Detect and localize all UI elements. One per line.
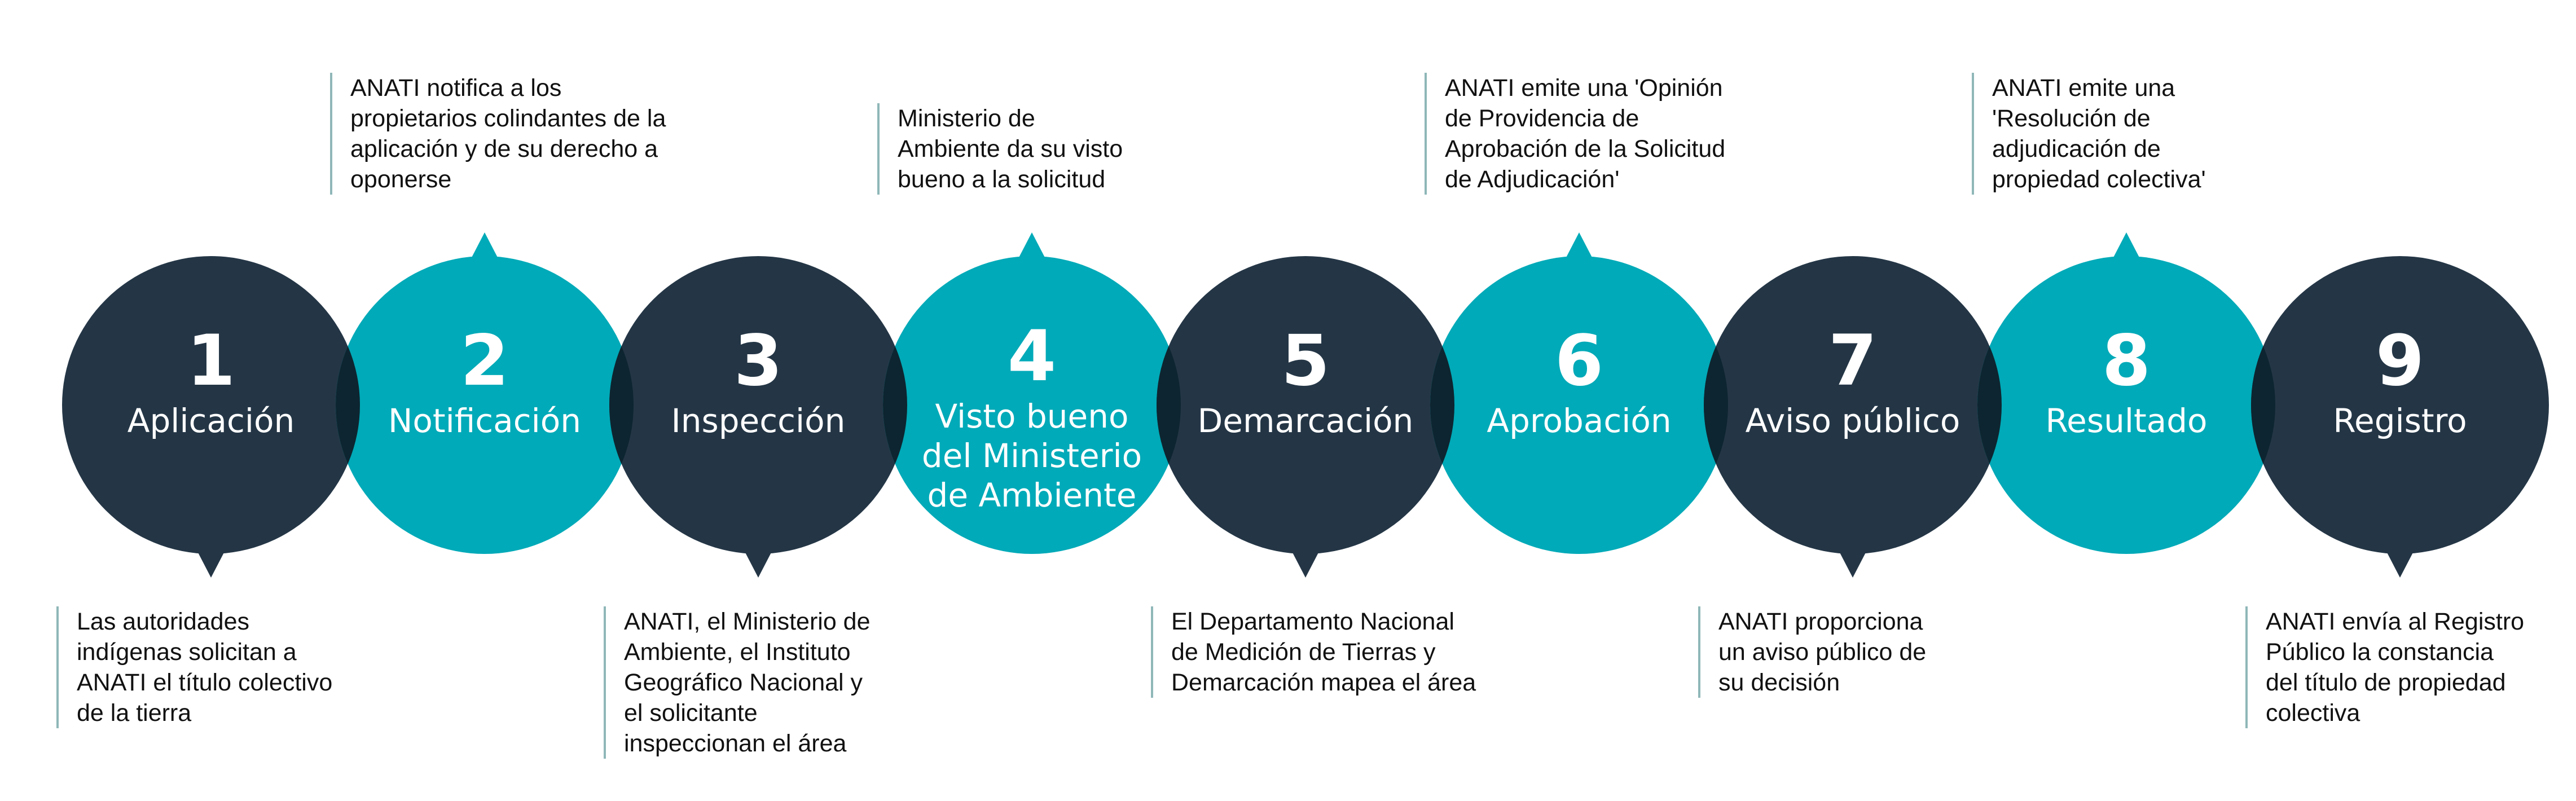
description-line: de Providencia de xyxy=(1445,105,1639,132)
step-7-circle xyxy=(1704,256,2002,554)
step-3-number: 3 xyxy=(734,320,783,402)
step-4-title: Visto bueno xyxy=(935,397,1129,435)
step-9-bubble xyxy=(2251,256,2549,578)
description-line: ANATI emite una xyxy=(1992,74,2175,102)
description-line: oponerse xyxy=(350,166,452,193)
step-3-circle xyxy=(609,256,907,554)
description-line: su decisión xyxy=(1718,669,1840,696)
description-line: indígenas solicitan a xyxy=(77,639,297,666)
description-line: ANATI el título colectivo xyxy=(77,669,333,696)
description-line: Aprobación de la Solicitud xyxy=(1445,135,1726,162)
step-7-description: ANATI proporciona un aviso público de su d… xyxy=(1698,606,1926,698)
description-line: colectiva xyxy=(2266,699,2360,727)
step-8-pointer xyxy=(2111,232,2142,263)
description-line: un aviso público de xyxy=(1718,639,1927,666)
step-4-circle xyxy=(883,256,1181,554)
description-line: bueno a la solicitud xyxy=(898,166,1106,193)
step-8-number: 8 xyxy=(2102,320,2151,402)
description-line: Ambiente da su visto xyxy=(898,135,1123,162)
step-3-bubble xyxy=(609,256,907,578)
description-line: ANATI, el Ministerio de xyxy=(624,608,871,635)
step-1-title: Aplicación xyxy=(128,402,294,440)
step-3-pointer xyxy=(742,547,774,578)
step-8-bubble xyxy=(1977,232,2275,554)
step-2-bubble xyxy=(336,232,634,554)
description-line: Ministerio de xyxy=(898,105,1035,132)
description-line: ANATI emite una 'Opinión xyxy=(1445,74,1723,102)
step-4-number: 4 xyxy=(1008,316,1056,397)
step-6-bubble xyxy=(1430,232,1728,554)
step-7-number: 7 xyxy=(1828,320,1877,402)
step-2-description: ANATI notifica a los propietarios colinda… xyxy=(330,73,666,195)
description-line: Geográfico Nacional y xyxy=(624,669,863,696)
step-2-title: Notificación xyxy=(388,402,581,440)
description-line: aplicación y de su derecho a xyxy=(350,135,658,162)
step-2-number: 2 xyxy=(460,320,509,402)
step-8-circle xyxy=(1977,256,2275,554)
step-6-number: 6 xyxy=(1555,320,1603,402)
step-6-circle xyxy=(1430,256,1728,554)
step-3-title: Inspección xyxy=(671,402,846,440)
step-1-bubble xyxy=(62,256,360,578)
step-7-bubble xyxy=(1704,256,2002,578)
description-line: ANATI proporciona xyxy=(1718,608,1923,635)
step-5-bubble xyxy=(1157,256,1454,578)
description-line: inspeccionan el área xyxy=(624,730,847,757)
step-3-description: ANATI, el Ministerio de Ambiente, el Inst… xyxy=(604,606,871,759)
step-1-pointer xyxy=(195,547,227,578)
step-8-description: ANATI emite una 'Resolución de adjudicació… xyxy=(1972,73,2206,195)
step-9-number: 9 xyxy=(2376,320,2424,402)
description-line: el solicitante xyxy=(624,699,758,727)
description-line: El Departamento Nacional xyxy=(1171,608,1454,635)
step-6-pointer xyxy=(1563,232,1595,263)
step-4-title: de Ambiente xyxy=(927,476,1137,514)
description-line: 'Resolución de xyxy=(1992,105,2151,132)
step-6-title: Aprobación xyxy=(1487,402,1671,440)
description-line: adjudicación de xyxy=(1992,135,2161,162)
description-line: de Adjudicación' xyxy=(1445,166,1620,193)
description-line: ANATI envía al Registro xyxy=(2266,608,2525,635)
description-line: del título de propiedad xyxy=(2266,669,2506,696)
step-2-pointer xyxy=(469,232,500,263)
step-1-description: Las autoridades indígenas solicitan a ANAT… xyxy=(56,606,332,728)
step-2-circle xyxy=(336,256,634,554)
step-9-circle xyxy=(2251,256,2549,554)
step-6-description: ANATI emite una 'Opinión de Providencia d… xyxy=(1425,73,1725,195)
description-line: de Medición de Tierras y xyxy=(1171,639,1436,666)
step-5-number: 5 xyxy=(1281,320,1330,402)
step-9-title: Registro xyxy=(2333,402,2467,440)
description-line: Demarcación mapea el área xyxy=(1171,669,1476,696)
description-line: Las autoridades xyxy=(77,608,249,635)
description-line: ANATI notifica a los xyxy=(350,74,562,102)
step-1-circle xyxy=(62,256,360,554)
description-line: Público la constancia xyxy=(2266,639,2494,666)
description-line: de la tierra xyxy=(77,699,192,727)
step-7-pointer xyxy=(1837,547,1869,578)
step-5-title: Demarcación xyxy=(1198,402,1414,440)
step-4-description: Ministerio de Ambiente da su visto bueno a… xyxy=(877,103,1123,195)
step-8-title: Resultado xyxy=(2045,402,2207,440)
step-7-title: Aviso público xyxy=(1746,402,1960,440)
step-5-description: El Departamento Nacional de Medición de T… xyxy=(1151,606,1476,698)
step-5-circle xyxy=(1157,256,1454,554)
description-line: propietarios colindantes de la xyxy=(350,105,666,132)
step-5-pointer xyxy=(1290,547,1321,578)
step-4-bubble xyxy=(883,232,1181,554)
step-9-pointer xyxy=(2384,547,2416,578)
description-line: propiedad colectiva' xyxy=(1992,166,2206,193)
description-line: Ambiente, el Instituto xyxy=(624,639,851,666)
step-4-title: del Ministerio xyxy=(922,437,1142,475)
step-4-pointer xyxy=(1016,232,1048,263)
step-1-number: 1 xyxy=(187,320,235,402)
